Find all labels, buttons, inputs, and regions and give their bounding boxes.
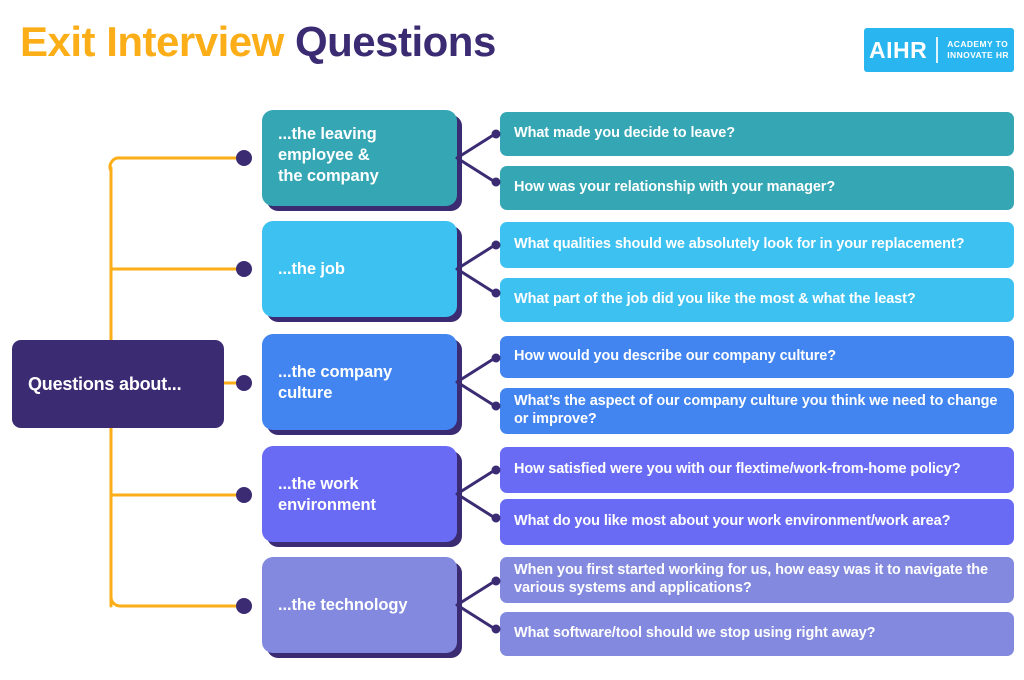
- question-text: What’s the aspect of our company culture…: [514, 393, 998, 427]
- category-box[interactable]: ...the job: [262, 221, 457, 317]
- category-box[interactable]: ...the leaving employee & the company: [262, 110, 457, 206]
- category-box[interactable]: ...the technology: [262, 557, 457, 653]
- category-label: ...the job: [278, 260, 345, 279]
- question-box[interactable]: What part of the job did you like the mo…: [500, 278, 1014, 322]
- logo-tagline-line1: ACADEMY TO: [947, 39, 1009, 50]
- category-label: ...the leaving employee & the company: [278, 125, 379, 186]
- question-text: How satisfied were you with our flextime…: [514, 461, 961, 478]
- question-box[interactable]: What qualities should we absolutely look…: [500, 222, 1014, 268]
- page-title: Exit Interview Questions: [20, 18, 496, 66]
- question-text: What software/tool should we stop using …: [514, 625, 876, 642]
- logo-tagline: ACADEMY TO INNOVATE HR: [938, 39, 1009, 60]
- question-box[interactable]: What made you decide to leave?: [500, 112, 1014, 156]
- question-box[interactable]: What’s the aspect of our company culture…: [500, 388, 1014, 434]
- question-text: What made you decide to leave?: [514, 125, 735, 142]
- question-text: What part of the job did you like the mo…: [514, 291, 916, 308]
- question-text: How was your relationship with your mana…: [514, 179, 836, 196]
- question-box[interactable]: How was your relationship with your mana…: [500, 166, 1014, 210]
- page-title-main: Questions: [294, 18, 496, 65]
- question-box[interactable]: How satisfied were you with our flextime…: [500, 447, 1014, 493]
- question-text: What qualities should we absolutely look…: [514, 236, 965, 253]
- root-node[interactable]: Questions about...: [12, 340, 224, 428]
- connector-dots: [236, 150, 252, 614]
- question-text: How would you describe our company cultu…: [514, 348, 836, 365]
- question-text: What do you like most about your work en…: [514, 513, 951, 530]
- category-label: ...the technology: [278, 596, 408, 615]
- aihr-logo: AIHR ACADEMY TO INNOVATE HR: [864, 28, 1014, 72]
- question-box[interactable]: What do you like most about your work en…: [500, 499, 1014, 545]
- question-box[interactable]: When you first started working for us, h…: [500, 557, 1014, 603]
- logo-divider: [936, 37, 939, 63]
- root-node-label: Questions about...: [28, 373, 182, 394]
- category-label: ...the company culture: [278, 362, 393, 402]
- page-header: Exit Interview Questions AIHR ACADEMY TO…: [0, 0, 1024, 96]
- question-box[interactable]: How would you describe our company cultu…: [500, 336, 1014, 378]
- category-label: ...the work environment: [278, 474, 376, 514]
- category-box[interactable]: ...the work environment: [262, 446, 457, 542]
- page-title-accent: Exit Interview: [20, 18, 284, 65]
- question-box[interactable]: What software/tool should we stop using …: [500, 612, 1014, 656]
- question-text: When you first started working for us, h…: [514, 562, 988, 596]
- logo-tagline-line2: INNOVATE HR: [947, 50, 1009, 60]
- logo-wordmark: AIHR: [869, 36, 928, 63]
- category-box[interactable]: ...the company culture: [262, 334, 457, 430]
